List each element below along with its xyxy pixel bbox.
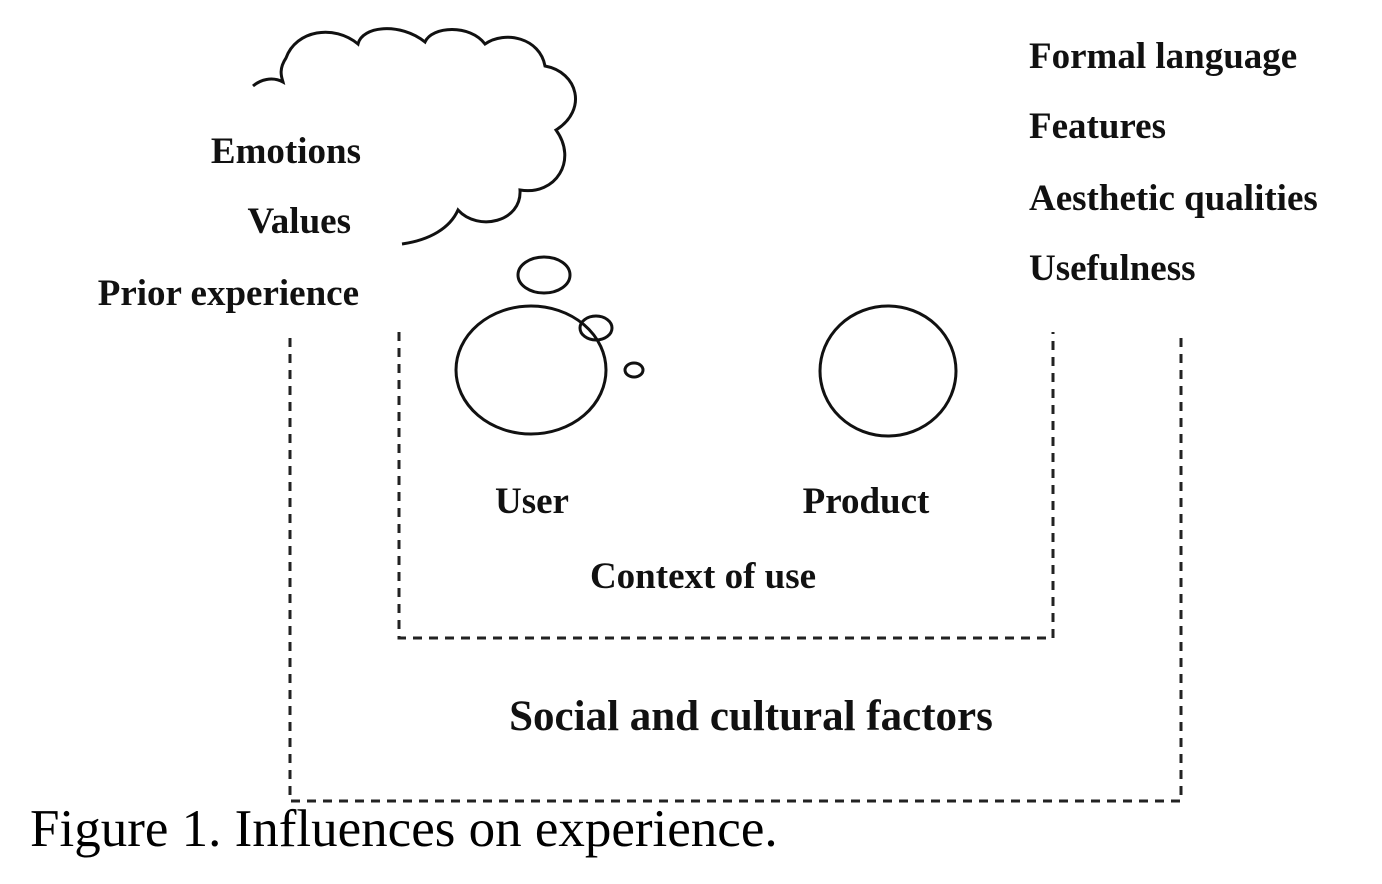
product-circle — [818, 304, 958, 438]
product-attribute-usefulness: Usefulness — [1029, 248, 1196, 289]
thought-cloud-icon — [252, 27, 577, 246]
product-attribute-aesthetic-qualities: Aesthetic qualities — [1029, 178, 1318, 219]
figure-caption: Figure 1. Influences on experience. — [30, 800, 778, 858]
thought-bubble-large — [516, 255, 572, 295]
social-cultural-label: Social and cultural factors — [509, 693, 993, 740]
context-of-use-label: Context of use — [590, 556, 816, 597]
product-attribute-formal-language: Formal language — [1029, 36, 1297, 77]
user-circle — [454, 304, 608, 436]
context-of-use-boundary — [397, 332, 1055, 640]
user-attribute-prior-experience: Prior experience — [98, 273, 359, 314]
social-cultural-boundary — [288, 338, 1183, 803]
product-attribute-features: Features — [1029, 106, 1166, 147]
thought-bubble-small — [623, 361, 645, 379]
user-attribute-values: Values — [247, 201, 351, 242]
user-label: User — [495, 481, 569, 522]
product-label: Product — [803, 481, 930, 522]
user-attribute-emotions: Emotions — [211, 131, 361, 172]
